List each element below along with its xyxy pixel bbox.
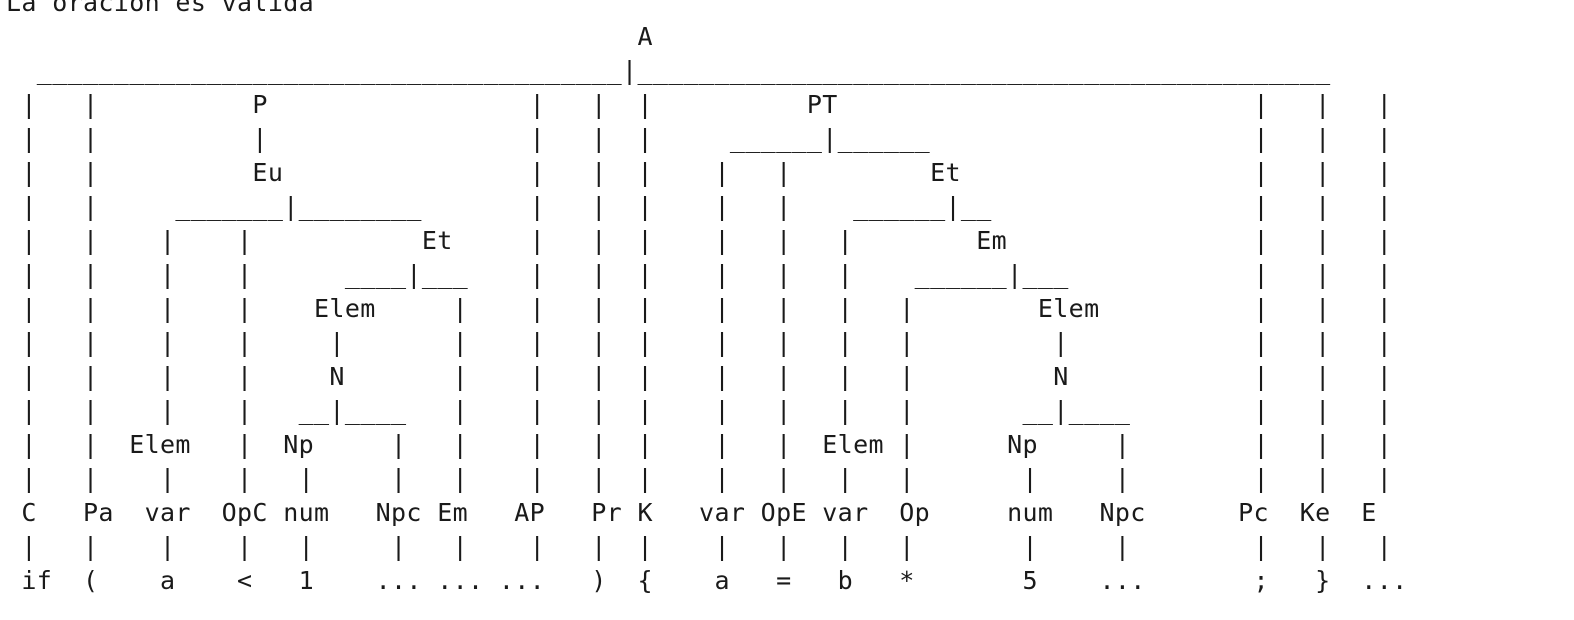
tree-line-leaf-stems: | | | | | | | | | | | | | | | | | | | — [6, 532, 1393, 561]
tree-line-et-em-labels: | | | | Et | | | | | | Em | | | — [6, 226, 1393, 255]
tree-line-p-pt-labels: | | P | | | PT | | | — [6, 90, 1393, 119]
tree-line-root-label: A — [6, 22, 653, 51]
tree-line-elem-labels: | | | | Elem | | | | | | | | Elem | | | — [6, 294, 1393, 323]
tree-line-elem-stems: | | | | | | | | | | | | | | | | | — [6, 328, 1393, 357]
tree-line-eu-branch: | | _______|________ | | | | | ______|__… — [6, 192, 1393, 221]
tree-line-terminal-symbols: C Pa var OpC num Npc Em AP Pr K var OpE … — [6, 498, 1377, 527]
tree-line-n-labels: | | | | N | | | | | | | | N | | | — [6, 362, 1393, 391]
tree-line-pt-branch: | | | | | | ______|______ | | | — [6, 124, 1393, 153]
terminal-output: La oración es válida A _________________… — [6, 0, 1408, 598]
tree-line-root-branch: ______________________________________|_… — [6, 56, 1331, 85]
tree-line-np-stems: | | | | | | | | | | | | | | | | | | | — [6, 464, 1393, 493]
tree-line-np-labels: | | Elem | Np | | | | | | | Elem | Np | … — [6, 430, 1393, 459]
tree-line-eu-et-labels: | | Eu | | | | | Et | | | — [6, 158, 1393, 187]
tree-line-tokens: if ( a < 1 ... ... ... ) { a = b * 5 ...… — [6, 566, 1408, 595]
tree-line-n-branch: | | | | __|____ | | | | | | | | __|____ … — [6, 396, 1393, 425]
status-line: La oración es válida — [6, 0, 315, 17]
tree-line-et-em-branch: | | | | ____|___ | | | | | | ______|___ … — [6, 260, 1393, 289]
